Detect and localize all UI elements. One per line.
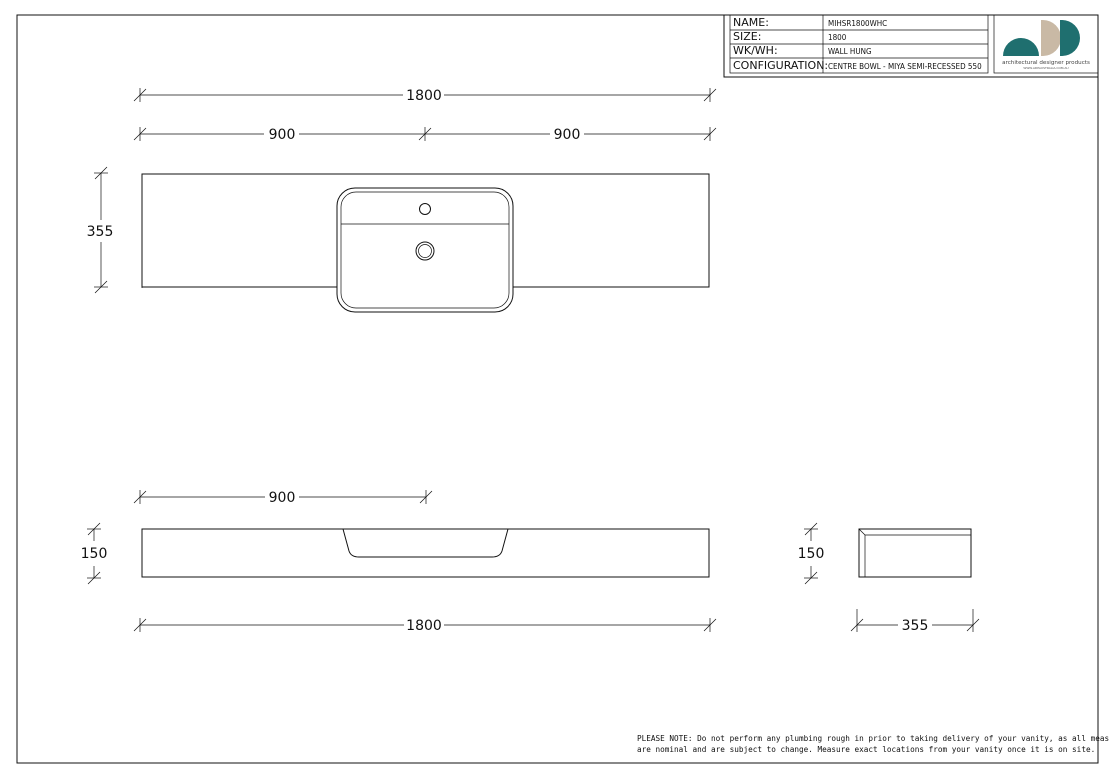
note-line-1: PLEASE NOTE: Do not perform any plumbing… bbox=[637, 734, 1109, 743]
tb-label-mount: WK/WH: bbox=[733, 44, 778, 57]
basin-outline-inner bbox=[340, 191, 510, 309]
adp-logo: architectural designer products WWW.ADPA… bbox=[1002, 20, 1090, 70]
dim-plan-left-half-label: 900 bbox=[269, 127, 296, 143]
tb-label-size: SIZE: bbox=[733, 30, 761, 43]
dim-plan-overall: 1800 bbox=[133, 88, 717, 104]
title-block: NAME: MIHSR1800WHC SIZE: 1800 WK/WH: WAL… bbox=[723, 14, 1099, 78]
dim-front-height-label: 150 bbox=[81, 546, 108, 562]
dim-side-height-label: 150 bbox=[798, 546, 825, 562]
dim-side-depth-label: 355 bbox=[902, 618, 929, 634]
dim-front-offset: 900 bbox=[133, 490, 433, 506]
vanity-top-outline bbox=[141, 173, 710, 288]
logo-text: architectural designer products bbox=[1002, 60, 1090, 66]
tb-label-configuration: CONFIGURATION: bbox=[733, 59, 828, 72]
dim-front-height: 150 bbox=[81, 522, 108, 585]
vanity-side-inner-line bbox=[864, 534, 971, 577]
dim-plan-right-half-label: 900 bbox=[554, 127, 581, 143]
note-line-2: are nominal and are subject to change. M… bbox=[637, 745, 1095, 754]
tap-hole bbox=[419, 203, 431, 215]
dim-plan-depth-label: 355 bbox=[87, 224, 114, 240]
dim-plan-halves: 900 900 bbox=[133, 127, 717, 143]
logo-url: WWW.ADPAUSTRALIA.COM.AU bbox=[1023, 66, 1068, 70]
vanity-front-outline bbox=[141, 528, 710, 578]
basin-outline-outer bbox=[336, 187, 514, 313]
tb-value-size: 1800 bbox=[828, 33, 847, 42]
sheet-border bbox=[16, 14, 1099, 764]
tb-value-configuration: CENTRE BOWL - MIYA SEMI-RECESSED 550 bbox=[828, 62, 982, 71]
front-view: 900 150 1800 bbox=[81, 490, 717, 634]
basin-front-profile bbox=[342, 528, 509, 558]
tb-value-mount: WALL HUNG bbox=[828, 47, 872, 56]
plan-view: 1800 900 900 355 bbox=[87, 88, 717, 313]
dim-front-overall: 1800 bbox=[133, 618, 717, 634]
dim-front-overall-label: 1800 bbox=[406, 618, 442, 634]
side-view: 150 355 bbox=[798, 522, 980, 634]
vanity-side-outline bbox=[858, 528, 972, 578]
tb-label-name: NAME: bbox=[733, 16, 769, 29]
waste-outlet-outer bbox=[415, 241, 435, 261]
dim-front-offset-label: 900 bbox=[269, 490, 296, 506]
plumbing-note: PLEASE NOTE: Do not perform any plumbing… bbox=[637, 734, 1109, 754]
dim-side-height: 150 bbox=[798, 522, 825, 585]
dim-plan-overall-label: 1800 bbox=[406, 88, 442, 104]
tb-value-name: MIHSR1800WHC bbox=[828, 19, 887, 28]
dim-plan-depth: 355 bbox=[87, 166, 114, 294]
waste-outlet-inner bbox=[418, 244, 432, 258]
dim-side-depth: 355 bbox=[850, 609, 980, 634]
